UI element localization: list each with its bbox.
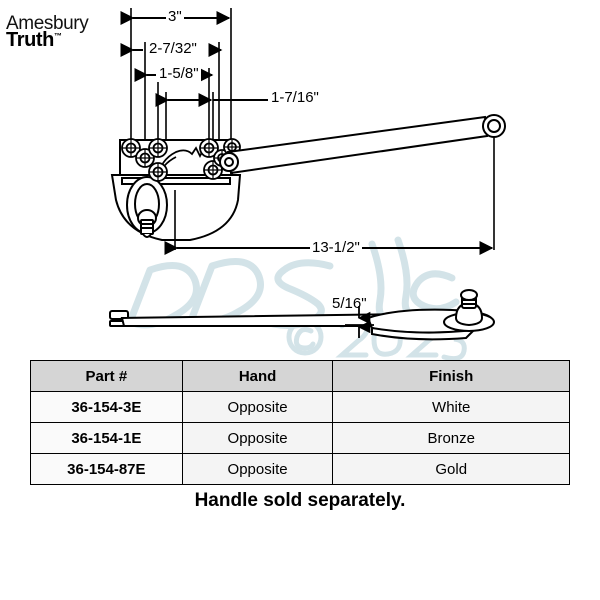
spindle-stub	[140, 219, 154, 238]
table-header-row: Part # Hand Finish	[30, 360, 570, 392]
column-header-hand: Hand	[181, 360, 334, 392]
brand-logo-line2-text: Truth	[6, 29, 54, 51]
cell-finish: Bronze	[332, 422, 570, 454]
brand-logo-line1: Amesbury	[6, 13, 89, 34]
dimension-label-arm-length: 13-1/2"	[310, 239, 362, 256]
dimension-label-arm-thickness: 5/16"	[332, 295, 367, 312]
table-row: 36-154-87E Opposite Gold	[30, 453, 570, 485]
cell-hand: Opposite	[181, 391, 334, 423]
dimension-label-hole-offset: 1-7/16"	[269, 89, 321, 106]
dimension-label-width-overall: 3"	[166, 8, 184, 25]
dimension-label-hole-spacing-outer: 2-7/32"	[147, 40, 199, 57]
single-arm	[226, 115, 489, 175]
dimension-lines-thickness	[345, 306, 374, 338]
cell-part-number: 36-154-1E	[30, 422, 183, 454]
brand-logo-line2: Truth™	[6, 30, 88, 50]
trademark-icon: ™	[54, 31, 62, 41]
cell-part-number: 36-154-3E	[30, 391, 183, 423]
cell-part-number: 36-154-87E	[30, 453, 183, 485]
dimension-lines-top	[120, 11, 268, 107]
table-row: 36-154-1E Opposite Bronze	[30, 422, 570, 454]
dimension-lines-arm-length	[174, 136, 495, 250]
column-header-part-number: Part #	[30, 360, 183, 392]
cell-hand: Opposite	[181, 422, 334, 454]
cell-finish: White	[332, 391, 570, 423]
table-row: 36-154-3E Opposite White	[30, 391, 570, 423]
cell-hand: Opposite	[181, 453, 334, 485]
shoe-and-stud	[443, 289, 495, 332]
casement-operator-side-view	[109, 308, 494, 341]
brand-logo: Amesbury Truth™	[6, 13, 89, 50]
arm-roller-end	[482, 114, 506, 138]
arm-pivot	[219, 152, 239, 172]
cell-finish: Gold	[332, 453, 570, 485]
dimension-label-hole-spacing-inner: 1-5/8"	[157, 65, 201, 82]
part-number-table: Part # Hand Finish 36-154-3E Opposite Wh…	[30, 360, 570, 485]
column-header-finish: Finish	[332, 360, 570, 392]
footnote-text: Handle sold separately.	[194, 490, 406, 511]
